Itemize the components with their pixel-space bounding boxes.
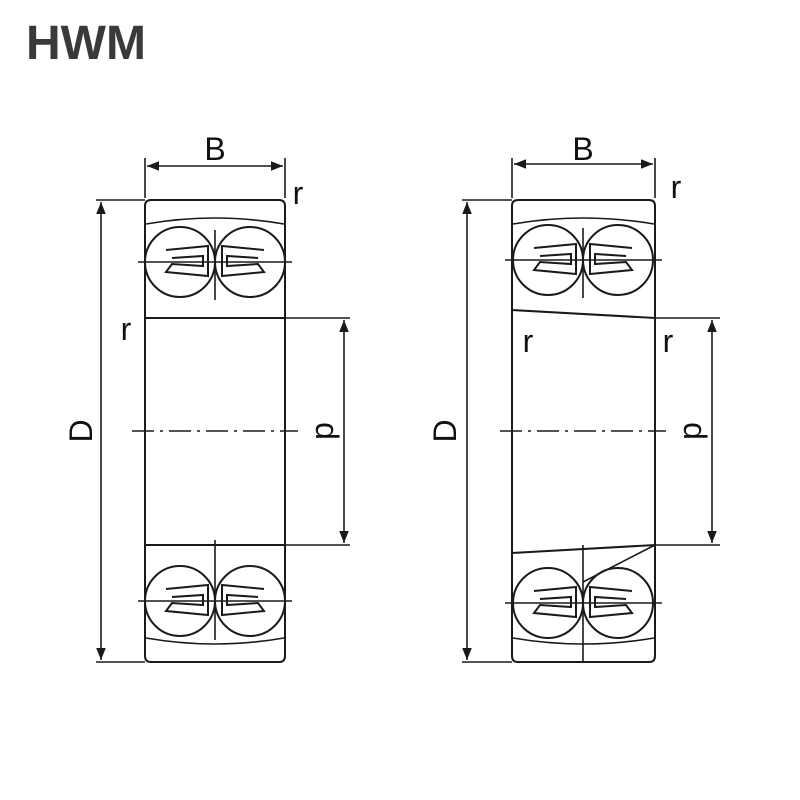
right-top-cage-right: [589, 242, 634, 276]
right-top-ring-section: [511, 199, 656, 320]
left-bottom-cage-left: [164, 583, 209, 617]
right-top-outer-race: [512, 217, 655, 225]
left-top-outer-race: [145, 217, 285, 225]
left-top-ring-section: [144, 199, 286, 319]
right-bottom-cage-right: [589, 585, 634, 619]
right-inner-diameter-label: d: [677, 422, 713, 440]
left-outer-diameter-label: D: [63, 419, 99, 442]
right-outer-diameter-label: D: [427, 419, 463, 442]
left-top-cage-left: [164, 244, 209, 278]
left-bottom-outer-race: [145, 637, 285, 645]
left-bottom-cage-right: [221, 583, 266, 617]
right-bottom-cage-left: [532, 585, 577, 619]
left-bearing-view: B r D r d: [63, 131, 350, 663]
right-width-label: B: [572, 131, 593, 167]
right-radius-label-top: r: [671, 169, 682, 205]
right-bottom-ring-section: [511, 543, 656, 663]
left-inner-diameter-label: d: [309, 422, 345, 440]
left-bottom-ring-section: [144, 544, 286, 663]
right-bottom-taper-line: [582, 544, 656, 583]
brand-logo: HWM: [26, 17, 146, 70]
right-top-cage-left: [532, 242, 577, 276]
left-width-label: B: [204, 131, 225, 167]
right-radius-label-inner-right: r: [663, 323, 674, 359]
right-radius-label-inner-left: r: [523, 323, 534, 359]
left-top-cage-right: [221, 244, 266, 278]
right-bearing-view: B r D r r d: [427, 131, 720, 663]
left-radius-label-top: r: [293, 175, 304, 211]
left-radius-label-inner: r: [121, 311, 132, 347]
